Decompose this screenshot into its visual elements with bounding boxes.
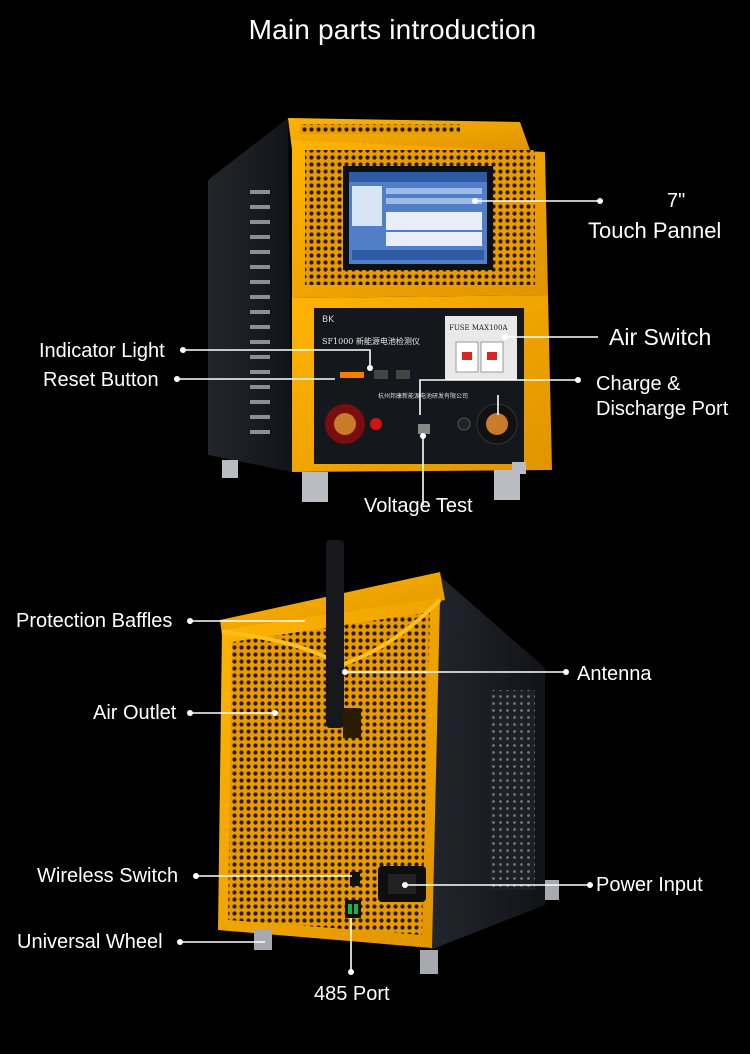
wireless-switch bbox=[350, 872, 360, 886]
svg-text:杭州邦康新能源电池研发有限公司: 杭州邦康新能源电池研发有限公司 bbox=[378, 392, 468, 400]
label-voltage-test: Voltage Test bbox=[364, 495, 473, 517]
lan-port bbox=[418, 424, 430, 434]
port-485 bbox=[345, 900, 361, 918]
leader-dots bbox=[174, 198, 603, 975]
label-wireless-switch: Wireless Switch bbox=[37, 865, 179, 887]
label-air-switch: Air Switch bbox=[609, 324, 712, 350]
label-air-outlet: Air Outlet bbox=[93, 702, 177, 724]
voltage-test-red bbox=[370, 418, 382, 430]
label-touch-panel: Touch Pannel bbox=[588, 218, 722, 243]
leader-indicator-light bbox=[183, 349, 371, 368]
model-text: SF1000 新能源电池检测仪 bbox=[322, 336, 420, 346]
wheels-top bbox=[222, 460, 526, 502]
reset-button-led bbox=[340, 372, 364, 378]
leader-charge-port bbox=[419, 379, 578, 415]
label-protection-baffles: Protection Baffles bbox=[16, 610, 173, 632]
label-charge-port-line2: Discharge Port bbox=[596, 398, 729, 420]
page-title: Main parts introduction bbox=[248, 14, 537, 45]
label-485-port: 485 Port bbox=[314, 983, 390, 1005]
rear-unit bbox=[218, 540, 559, 974]
antenna-body bbox=[326, 540, 344, 728]
leader-lines bbox=[177, 200, 600, 972]
svg-text:FUSE MAX100A: FUSE MAX100A bbox=[449, 324, 508, 332]
label-indicator-light: Indicator Light bbox=[39, 340, 165, 362]
label-charge-port-line1: Charge & bbox=[596, 373, 681, 395]
label-power-input: Power Input bbox=[596, 874, 703, 896]
front-unit: BK SF1000 新能源电池检测仪 FUSE MAX100A 杭州邦康新能源电… bbox=[208, 118, 552, 502]
air-outlet-grille bbox=[228, 612, 430, 935]
brand-logo: BK bbox=[322, 315, 335, 325]
label-reset-button: Reset Button bbox=[43, 369, 159, 391]
label-universal-wheel: Universal Wheel bbox=[17, 931, 163, 953]
indicator-led bbox=[374, 370, 388, 379]
label-antenna: Antenna bbox=[577, 663, 652, 685]
label-touch-panel-size: 7" bbox=[667, 190, 686, 212]
side-vents bbox=[250, 190, 270, 434]
